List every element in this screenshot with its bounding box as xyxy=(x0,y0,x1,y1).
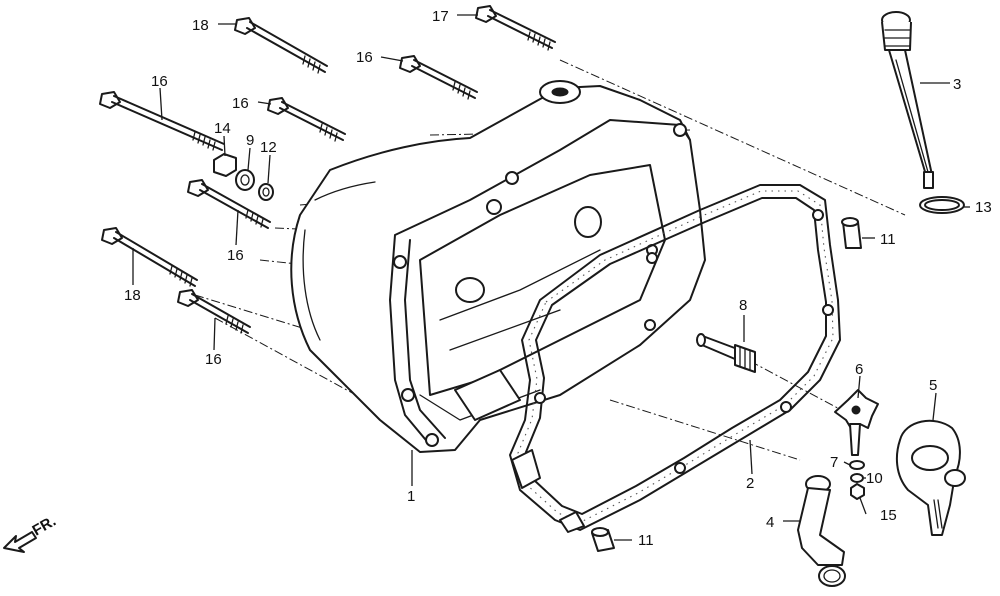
nut-15 xyxy=(850,483,865,500)
callout-17: 17 xyxy=(432,8,449,25)
front-arrow-icon xyxy=(3,531,37,553)
nut-14 xyxy=(213,153,237,177)
callout-6: 6 xyxy=(855,361,863,378)
callout-11-lower: 11 xyxy=(638,532,654,549)
bolt-16-left xyxy=(99,91,225,151)
callout-4: 4 xyxy=(766,514,774,531)
callout-16-top: 16 xyxy=(356,49,373,66)
callout-8: 8 xyxy=(739,297,747,314)
bolt-16-mid xyxy=(267,97,346,142)
bolt-16-side xyxy=(187,179,271,229)
stud-shaft xyxy=(696,333,756,373)
washer-12-hole xyxy=(262,187,270,197)
gasket xyxy=(509,184,841,533)
callout-7: 7 xyxy=(830,454,838,471)
callout-15: 15 xyxy=(880,507,897,524)
washer-9-hole xyxy=(240,174,250,186)
washer-9 xyxy=(235,169,255,191)
callout-16-left: 16 xyxy=(151,73,168,90)
callout-16-mid: 16 xyxy=(232,95,249,112)
callout-1: 1 xyxy=(407,488,415,505)
callout-3: 3 xyxy=(953,76,961,93)
callout-10: 10 xyxy=(866,470,883,487)
callout-16-lower: 16 xyxy=(205,351,222,368)
callout-18-upper: 18 xyxy=(192,17,209,34)
front-direction-indicator: FR. xyxy=(3,513,59,553)
callout-5: 5 xyxy=(929,377,937,394)
clutch-lever xyxy=(797,475,846,587)
dowel-pin-upper xyxy=(841,217,862,249)
clutch-cam xyxy=(834,389,879,456)
bolt-16-lower xyxy=(177,289,251,334)
callout-16-side: 16 xyxy=(227,247,244,264)
leader-lines xyxy=(132,14,970,541)
clutch-adjuster-cover xyxy=(895,419,966,536)
o-ring-inner xyxy=(924,199,960,211)
clutch-cover xyxy=(290,80,706,453)
bolt-16-top xyxy=(399,55,478,100)
washer-12 xyxy=(258,183,274,201)
washer-7 xyxy=(849,460,865,470)
callout-13: 13 xyxy=(975,199,992,216)
callout-9: 9 xyxy=(246,132,254,149)
callout-2: 2 xyxy=(746,475,754,492)
washer-10 xyxy=(850,473,864,483)
dowel-pin-lower xyxy=(591,527,615,552)
bolt-18-upper xyxy=(234,17,328,74)
oil-level-gauge xyxy=(881,11,934,189)
callout-11-upper: 11 xyxy=(880,231,896,248)
callout-14: 14 xyxy=(214,120,231,137)
callout-12: 12 xyxy=(260,139,277,156)
bolt-17 xyxy=(475,5,556,51)
callout-18-lower: 18 xyxy=(124,287,141,304)
bolt-18-lower xyxy=(101,227,198,287)
